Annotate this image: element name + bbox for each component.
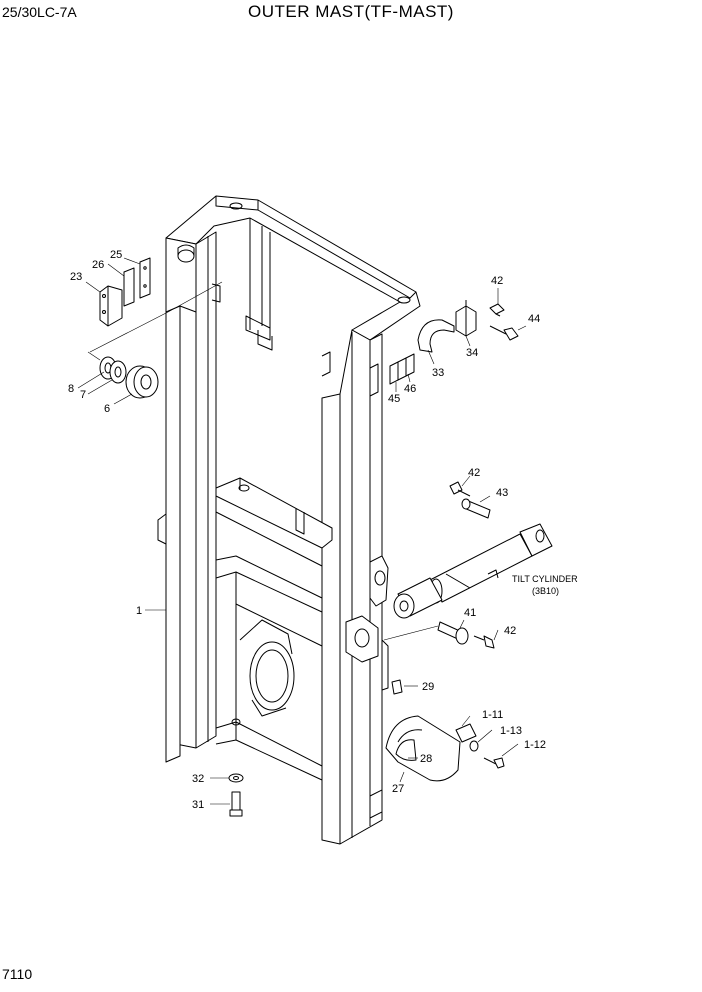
outer-mast-frame bbox=[157, 195, 421, 845]
callout-43: 43 bbox=[496, 487, 508, 499]
callout-31: 31 bbox=[192, 799, 204, 811]
callout-45: 45 bbox=[388, 393, 400, 405]
part-7-washer bbox=[109, 360, 127, 384]
part-45-shim bbox=[389, 357, 407, 385]
part-25-shim bbox=[139, 257, 151, 299]
part-32-washer bbox=[228, 773, 244, 783]
part-23-bracket bbox=[99, 285, 123, 327]
callout-42-lower: 42 bbox=[504, 625, 516, 637]
part-27-cap bbox=[385, 715, 461, 782]
callout-32: 32 bbox=[192, 773, 204, 785]
callout-1-12: 1-12 bbox=[524, 739, 546, 751]
callout-25: 25 bbox=[110, 249, 122, 261]
part-42-bolt-mid bbox=[449, 481, 471, 497]
callout-46: 46 bbox=[404, 383, 416, 395]
page-number: 7110 bbox=[2, 966, 33, 982]
part-26-shim bbox=[123, 267, 135, 307]
part-31-bolt bbox=[229, 791, 243, 817]
part-42-bolt-lower bbox=[473, 635, 495, 649]
callout-44: 44 bbox=[528, 313, 540, 325]
tilt-cylinder-note: TILT CYLINDER bbox=[512, 574, 578, 584]
callout-labels: 1 6 7 8 23 26 25 33 34 42 44 45 46 42 43… bbox=[68, 249, 578, 811]
callout-34: 34 bbox=[466, 347, 478, 359]
callout-8: 8 bbox=[68, 383, 74, 395]
tilt-cylinder bbox=[393, 523, 553, 619]
part-1-13-washer bbox=[469, 740, 479, 752]
callout-27: 27 bbox=[392, 783, 404, 795]
callout-1: 1 bbox=[136, 605, 142, 617]
callout-1-13: 1-13 bbox=[500, 725, 522, 737]
part-29-grease-nipple bbox=[391, 679, 403, 695]
part-28-bushing bbox=[395, 739, 417, 761]
tilt-cylinder-ref: (3B10) bbox=[532, 586, 559, 596]
callout-6: 6 bbox=[104, 403, 110, 415]
part-6-roller-bearing bbox=[125, 365, 159, 399]
page-title: OUTER MAST(TF-MAST) bbox=[248, 2, 454, 21]
part-42-bolt-top bbox=[489, 303, 505, 317]
part-1-12-bolt bbox=[483, 757, 505, 769]
callout-41: 41 bbox=[464, 607, 476, 619]
part-46-shim bbox=[405, 353, 415, 377]
callout-23: 23 bbox=[70, 271, 82, 283]
part-41-pin bbox=[437, 621, 469, 645]
part-43-pin bbox=[461, 498, 491, 519]
callout-1-11: 1-11 bbox=[482, 709, 503, 721]
callout-28: 28 bbox=[420, 753, 432, 765]
part-44-bolt bbox=[489, 325, 519, 341]
callout-26: 26 bbox=[92, 259, 104, 271]
part-34-plate bbox=[455, 300, 477, 337]
callout-33: 33 bbox=[432, 367, 444, 379]
callout-7: 7 bbox=[80, 389, 86, 401]
leader-lines bbox=[77, 257, 527, 805]
callout-29: 29 bbox=[422, 681, 434, 693]
callout-42-top: 42 bbox=[491, 275, 503, 287]
callout-42-mid: 42 bbox=[468, 467, 480, 479]
model-code: 25/30LC-7A bbox=[2, 4, 77, 20]
part-1-11-plate bbox=[455, 723, 477, 743]
part-33-clamp bbox=[417, 319, 455, 353]
